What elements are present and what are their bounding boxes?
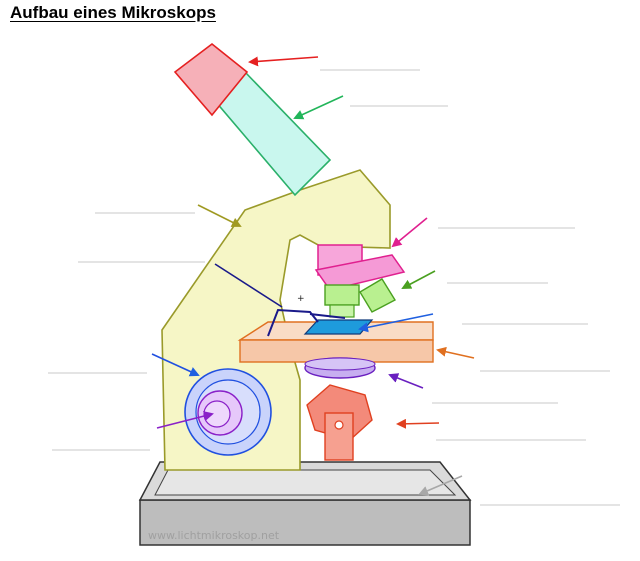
arrow-stage	[436, 346, 475, 359]
microscope-eyepiece	[173, 42, 249, 117]
arrow-mirror	[396, 418, 440, 429]
focus-knobs	[184, 368, 272, 456]
microscope-revolver	[314, 244, 406, 291]
arrow-eyepiece	[248, 56, 319, 67]
answer-lines	[48, 69, 620, 506]
arrow-revolver	[391, 217, 428, 248]
arrow-arm	[197, 204, 242, 227]
microscope-base	[138, 461, 472, 546]
microscope-condenser	[304, 357, 376, 379]
microscope-objectives	[324, 278, 396, 318]
arrow-base	[418, 475, 463, 496]
pointer-arrows	[151, 56, 475, 496]
arrow-slide	[358, 313, 434, 333]
arrow-coarse-focus	[151, 353, 200, 377]
slide-and-clamps: +	[267, 294, 374, 337]
arrow-objective	[401, 270, 436, 289]
microscope-mirror	[306, 384, 373, 461]
arrow-condenser	[388, 373, 424, 389]
page-title: Aufbau eines Mikroskops	[10, 3, 216, 22]
svg-text:+: +	[297, 294, 305, 304]
watermark: www.lichtmikroskop.net	[148, 529, 280, 542]
arrow-fine-focus	[156, 411, 214, 429]
arrow-clamps	[214, 263, 283, 308]
arrow-tube	[293, 95, 344, 120]
